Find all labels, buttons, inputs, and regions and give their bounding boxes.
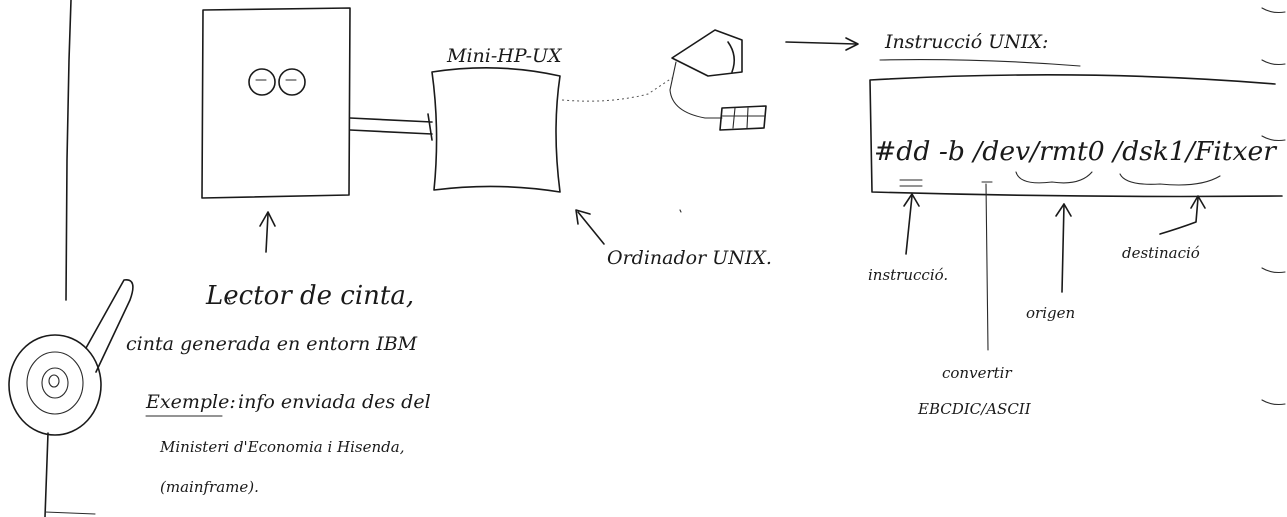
arrow-convertir [986,184,988,350]
right-edge-marks [1262,8,1285,405]
label-instruccio: instrucció. [868,266,948,284]
left-margin-line-bottom [45,433,48,517]
label-convertir-line1: convertir [942,364,1012,382]
instruction-title-underline [880,60,1080,66]
arrow-destinacio [1160,196,1205,234]
connection-cable [350,114,432,140]
example-text-line1: info enviada des del [238,391,431,413]
tape-reel-icon [9,280,133,435]
tape-reels-icon [249,69,305,95]
terminal-screen-icon [672,30,742,76]
left-margin-line-top [66,0,71,300]
arrow-to-instruction [786,38,858,50]
command-underbraces [900,172,1220,186]
computer-label: Ordinador UNIX. [607,247,772,269]
label-convertir-line2: EBCDIC/ASCII [917,400,1032,418]
label-origen: origen [1026,304,1075,322]
stray-dot [680,210,681,212]
mini-computer-label: Mini-HP-UX [446,45,563,67]
example-text-line3: (mainframe). [160,478,259,496]
label-destinacio: destinació [1122,244,1200,262]
example-title: Exemple: [145,391,236,413]
tape-reader-box [202,8,350,198]
mini-computer-box [432,68,560,192]
command-text: #dd -b /dev/rmt0 /dsk1/Fitxer [874,137,1278,167]
terminal-link [562,78,672,101]
keyboard-icon [720,106,766,130]
arrow-tape-reader [260,212,275,252]
bottom-edge-mark [45,512,95,514]
instruction-title: Instrucció UNIX: [884,31,1048,53]
arrow-ordinador [576,210,604,244]
arrow-instruccio [904,194,919,254]
example-text-line2: Ministeri d'Economia i Hisenda, [159,438,404,456]
arrow-origen [1056,204,1071,292]
instruction-box [870,75,1282,197]
tape-reader-caption-line1: Lector de cinta, [205,281,414,311]
tape-reader-caption-line2: cinta generada en entorn IBM [126,333,418,355]
